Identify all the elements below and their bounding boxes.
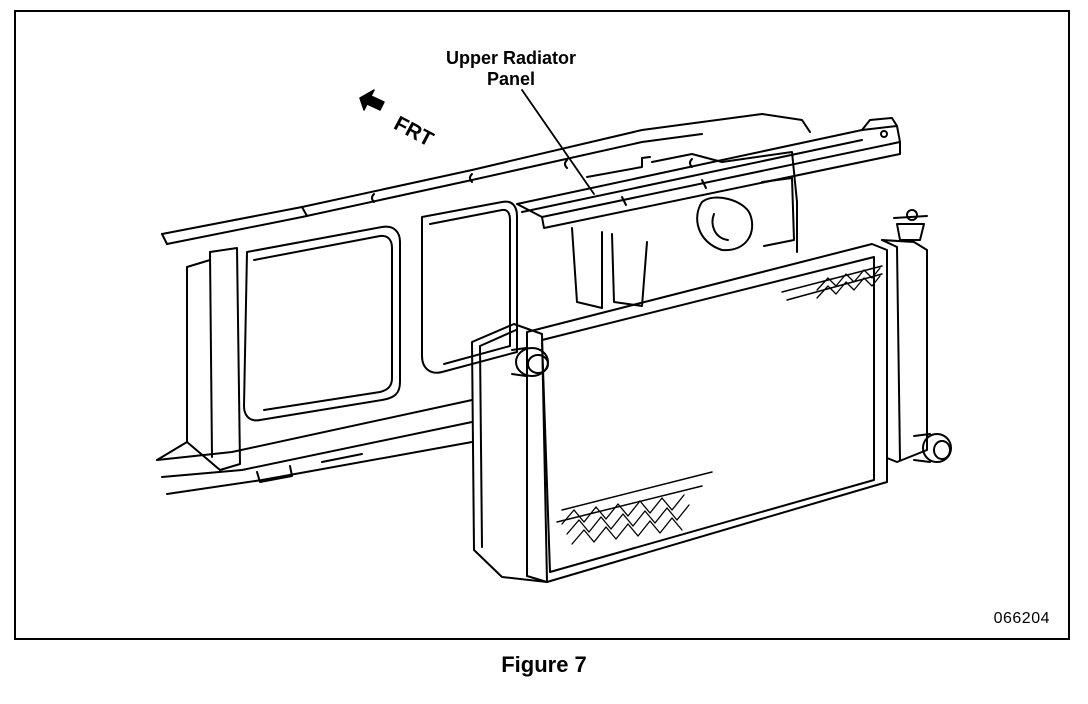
core-fin-pattern-upper: [816, 267, 881, 299]
front-direction-arrow-icon: [359, 89, 385, 111]
figure-frame: Upper Radiator Panel FRT 066204: [14, 10, 1070, 640]
radiator: [471, 209, 952, 583]
drawing-number: 066204: [993, 610, 1050, 627]
upper-radiator-panel: [516, 117, 901, 229]
callout-line-1: Upper Radiator: [445, 48, 577, 68]
core-fin-pattern-lower: [561, 494, 690, 545]
upper-radiator-panel-label: Upper Radiator Panel: [411, 48, 611, 90]
callout-line-2: Panel: [486, 69, 536, 89]
radiator-illustration: [156, 89, 952, 583]
radiator-support-frame: [156, 113, 811, 495]
figure-caption: Figure 7: [501, 652, 587, 677]
callout-leader-line: [521, 89, 595, 195]
